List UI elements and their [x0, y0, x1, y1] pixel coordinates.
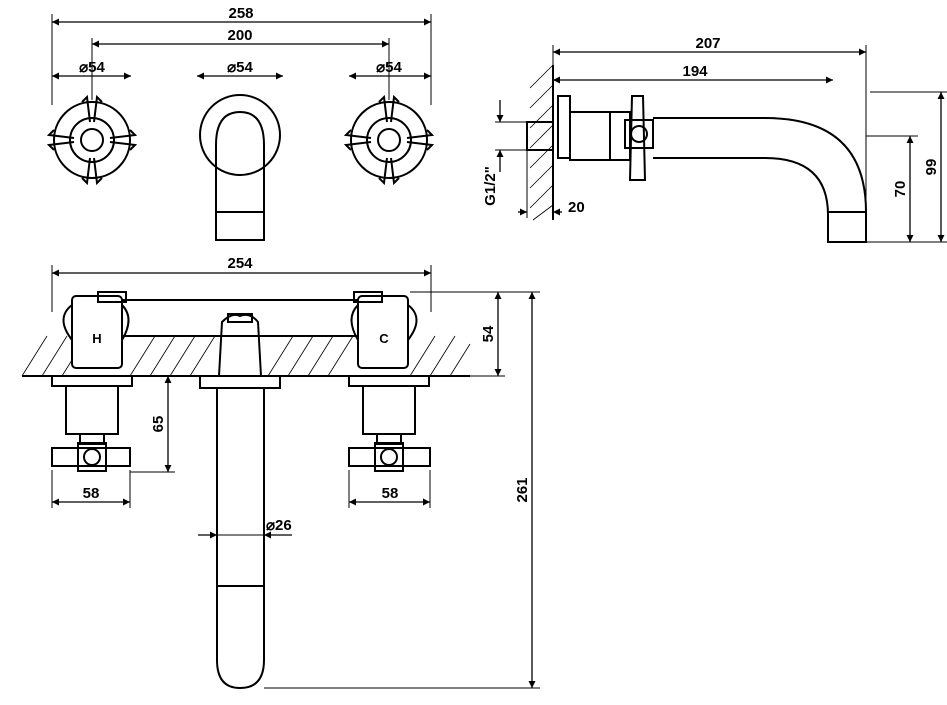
dim-dia-center: ⌀54 — [227, 59, 253, 76]
plan-wall-hatch — [21, 335, 471, 377]
dim-side-projection: 207 — [695, 35, 720, 52]
dim-overall-width: 258 — [228, 5, 253, 22]
thread-connector — [526, 121, 554, 151]
right-cross-handle — [343, 94, 435, 186]
left-cross-handle — [46, 94, 138, 186]
dim-handle-right: 58 — [382, 485, 399, 502]
dim-spout-dia: ⌀26 — [266, 517, 292, 534]
cold-flange — [348, 375, 430, 387]
valve-body — [569, 111, 611, 161]
side-view: 207 194 G1/2" 20 70 — [482, 35, 947, 243]
dim-dia-right: ⌀54 — [376, 59, 402, 76]
spout-plan — [199, 313, 281, 690]
cold-valve-plan: C — [348, 291, 431, 472]
dim-side-spout-reach: 194 — [682, 63, 708, 80]
plan-view: 254 H — [21, 255, 540, 690]
dim-side-height-99: 99 — [923, 159, 940, 176]
side-cross-handle — [624, 95, 654, 181]
dim-spout-length: 261 — [514, 477, 531, 502]
hot-valve-plan: H — [51, 291, 133, 472]
hot-label: H — [92, 331, 101, 346]
front-view: 258 200 ⌀54 ⌀54 ⌀54 — [46, 5, 435, 241]
dim-side-height-70: 70 — [892, 181, 909, 198]
dim-side-thread-depth: 20 — [568, 199, 585, 216]
wall-flange — [557, 95, 571, 159]
hot-flange — [51, 375, 133, 387]
cold-label: C — [379, 331, 389, 346]
cold-cross-handle — [348, 447, 431, 467]
cold-body — [362, 385, 416, 435]
dim-handle-left: 58 — [83, 485, 100, 502]
dim-plan-depth: 54 — [480, 325, 497, 342]
wall-hatch — [529, 64, 554, 221]
dim-dia-left: ⌀54 — [79, 59, 105, 76]
spout-front — [199, 94, 281, 241]
dim-plan-width: 254 — [227, 255, 253, 272]
hot-cross-handle — [51, 447, 131, 467]
dim-valve-spacing: 200 — [227, 27, 252, 44]
dim-side-thread: G1/2" — [482, 166, 499, 206]
dim-handle-projection: 65 — [150, 416, 167, 433]
spout-side — [653, 117, 867, 243]
hot-body — [65, 385, 119, 435]
